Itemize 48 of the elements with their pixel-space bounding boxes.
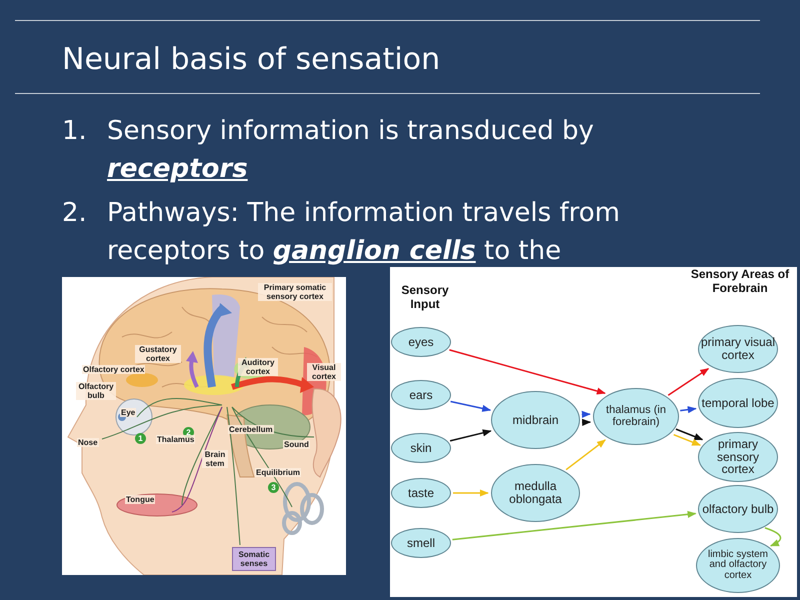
anatomy-label: Olfactory cortex [82, 365, 146, 374]
oval-node: thalamus (in forebrain) [593, 388, 679, 445]
arrow [566, 439, 606, 470]
anatomy-label: Eye [120, 408, 136, 417]
list-number: 1. [62, 115, 87, 148]
anatomy-label: Visual cortex [307, 363, 341, 381]
arrow [450, 400, 492, 412]
arrow [449, 349, 606, 395]
anatomy-label: Gustatory cortex [135, 345, 181, 363]
oval-node: medulla oblongata [491, 464, 580, 522]
arrow [673, 434, 702, 446]
anatomy-label: Cerebellum [228, 425, 274, 434]
oval-node: taste [391, 478, 451, 508]
oval-node: olfactory bulb [698, 485, 778, 533]
oval-node: primary sensory cortex [698, 432, 778, 482]
arrow [680, 406, 697, 414]
list-number: 2. [62, 197, 87, 230]
oval-node: limbic system and olfactory cortex [696, 538, 780, 593]
arrow [452, 510, 696, 540]
anatomy-label: Brain stem [202, 450, 228, 468]
oval-node: smell [391, 528, 451, 558]
arrow [450, 429, 492, 442]
arrow [676, 428, 704, 440]
oval-node: skin [391, 433, 451, 463]
oval-node: eyes [391, 327, 451, 357]
anatomy-label: Nose [77, 438, 99, 447]
column-heading: Sensory Input [400, 283, 450, 311]
sense-tag: Somatic senses [232, 547, 276, 571]
arrow [764, 527, 782, 546]
oval-node: ears [391, 380, 451, 410]
arrow [582, 418, 592, 426]
arrow [668, 368, 710, 396]
anatomy-label: Olfactory bulb [76, 382, 116, 400]
column-heading: Sensory Areas of Forebrain [690, 267, 790, 295]
arrow [453, 489, 489, 497]
anatomy-label: Sound [283, 440, 310, 449]
anatomy-label: Thalamus [156, 435, 196, 444]
anatomy-label: Auditory cortex [238, 358, 278, 376]
anatomy-label: Equilibrium [255, 468, 301, 477]
oval-node: temporal lobe [698, 378, 778, 428]
list-item-text: Pathways: The information travels from receptors to ganglion cells to the [107, 197, 621, 268]
list-item-text: Sensory information is transduced by receptors [107, 115, 595, 186]
oval-node: midbrain [491, 391, 580, 449]
oval-node: primary visual cortex [698, 325, 778, 373]
anatomy-label: Primary somatic sensory cortex [258, 283, 332, 301]
slide-title: Neural basis of sensation [62, 41, 440, 79]
arrow [582, 410, 591, 418]
anatomy-label: Tongue [125, 495, 156, 504]
